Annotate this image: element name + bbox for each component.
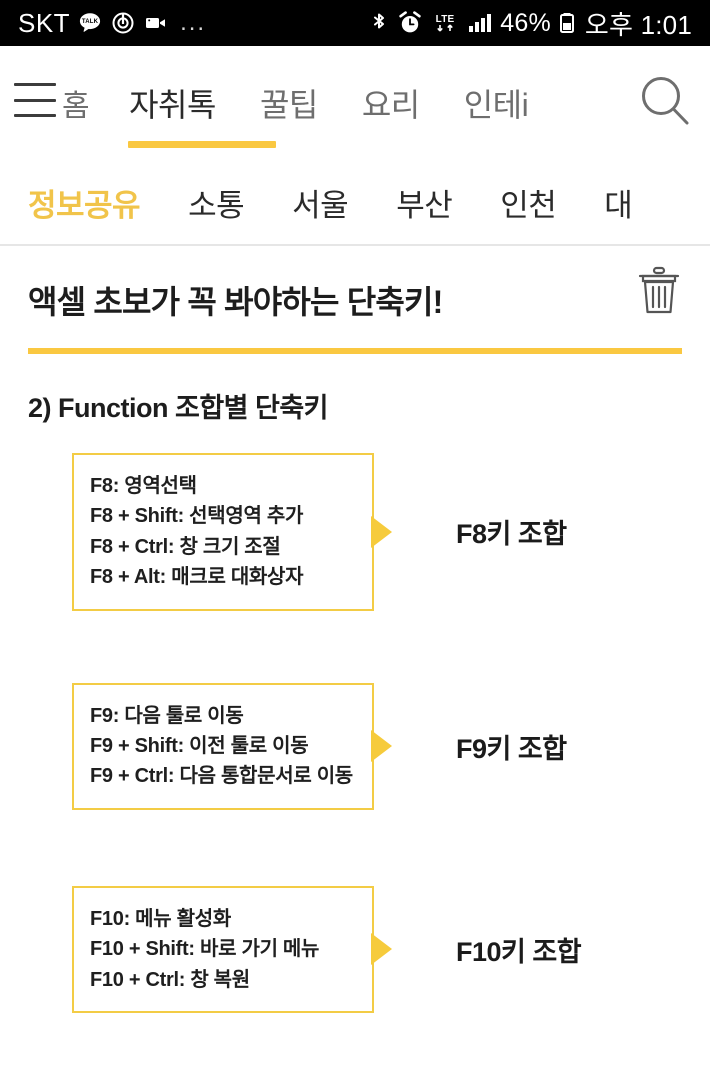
shortcut-line: F8: 영역선택 [90, 475, 197, 497]
hamburger-line [14, 114, 56, 117]
shortcut-group-f10: F10: 메뉴 활성화 F10 + Shift: 바로 가기 메뉴 F10 + … [28, 885, 682, 1013]
shortcut-box: F10: 메뉴 활성화 F10 + Shift: 바로 가기 메뉴 F10 + … [72, 885, 392, 1013]
shortcut-group-f8: F8: 영역선택 F8 + Shift: 선택영역 추가 F8 + Ctrl: … [28, 453, 682, 611]
shortcut-box: F8: 영역선택 F8 + Shift: 선택영역 추가 F8 + Ctrl: … [72, 453, 392, 611]
kakaotalk-icon: TALK [77, 10, 103, 36]
sub-nav-item-info-share[interactable]: 정보공유 [28, 187, 141, 223]
shortcut-line: F9 + Shift: 이전 툴로 이동 [90, 734, 309, 757]
sub-nav-item-seoul[interactable]: 서울 [292, 187, 349, 223]
page-title: 액셀 초보가 꼭 봐야하는 단축키! [28, 284, 443, 320]
arrow-right-icon [371, 730, 392, 763]
nav-item-interior[interactable]: 인테i [463, 87, 529, 123]
clock-label: 오후 1:01 [584, 9, 692, 40]
more-notifications-ellipsis: ... [180, 9, 207, 36]
sub-navigation-bar: 정보공유 소통 서울 부산 인천 대 [0, 160, 710, 246]
nav-item-jachwitok[interactable]: 자취톡 [129, 87, 216, 123]
status-bar-right: LTE 46% 오후 1:01 [368, 5, 692, 42]
power-saving-icon [110, 10, 136, 36]
lte-icon: LTE [430, 10, 460, 36]
title-divider [28, 348, 682, 354]
status-bar: SKT TALK ... [0, 0, 710, 46]
shortcut-line: F8 + Shift: 선택영역 추가 [90, 505, 304, 528]
shortcut-group-label: F10키 조합 [456, 936, 582, 967]
sub-nav-item-daegu[interactable]: 대 [604, 187, 633, 223]
main-nav-items: 홈 자취톡 꿀팁 요리 인테i [62, 80, 622, 126]
shortcut-line: F8 + Ctrl: 창 크기 조절 [90, 535, 281, 558]
shortcut-group-label: F8키 조합 [456, 519, 567, 550]
arrow-right-icon [371, 933, 392, 966]
hamburger-line [14, 98, 56, 102]
camcorder-icon [143, 10, 169, 36]
search-icon[interactable] [634, 70, 696, 137]
battery-percent-label: 46% [500, 8, 551, 37]
trash-icon[interactable] [630, 262, 688, 320]
arrow-right-icon [371, 515, 392, 548]
sub-nav-item-incheon[interactable]: 인천 [500, 187, 557, 223]
shortcut-line: F10 + Ctrl: 창 복원 [90, 968, 250, 991]
shortcut-line: F9 + Ctrl: 다음 통합문서로 이동 [90, 765, 353, 788]
post-body: 2) Function 조합별 단축키 F8: 영역선택 F8 + Shift:… [0, 386, 710, 1013]
article-header: 액셀 초보가 꼭 봐야하는 단축키! [0, 246, 710, 322]
main-navigation-bar: 홈 자취톡 꿀팁 요리 인테i [0, 46, 710, 160]
sub-nav-item-communication[interactable]: 소통 [188, 187, 245, 223]
shortcut-line: F10 + Shift: 바로 가기 메뉴 [90, 938, 320, 961]
hamburger-menu-icon[interactable] [14, 83, 56, 117]
nav-item-kkultip[interactable]: 꿀팁 [259, 87, 318, 123]
shortcut-group-label: F9키 조합 [456, 733, 567, 764]
nav-item-cooking[interactable]: 요리 [361, 87, 420, 123]
sub-nav-item-busan[interactable]: 부산 [396, 187, 453, 223]
carrier-label: SKT [18, 7, 71, 38]
shortcut-line: F9: 다음 툴로 이동 [90, 704, 244, 727]
lte-label: LTE [436, 14, 455, 25]
shortcut-line: F10: 메뉴 활성화 [90, 907, 231, 930]
svg-text:TALK: TALK [82, 19, 99, 25]
battery-icon [558, 10, 576, 36]
shortcut-line: F8 + Alt: 매크로 대화상자 [90, 566, 304, 589]
bluetooth-icon [368, 10, 390, 36]
hamburger-line [14, 83, 56, 86]
nav-item-home[interactable]: 홈 [62, 90, 90, 123]
active-tab-underline [128, 141, 276, 148]
shortcut-box: F9: 다음 툴로 이동 F9 + Shift: 이전 툴로 이동 F9 + C… [72, 682, 392, 810]
shortcut-group-f9: F9: 다음 툴로 이동 F9 + Shift: 이전 툴로 이동 F9 + C… [28, 682, 682, 810]
section-heading: 2) Function 조합별 단축키 [28, 393, 329, 423]
signal-bars-icon [467, 10, 493, 36]
alarm-icon [397, 10, 423, 36]
status-bar-left: SKT TALK ... [18, 8, 206, 39]
